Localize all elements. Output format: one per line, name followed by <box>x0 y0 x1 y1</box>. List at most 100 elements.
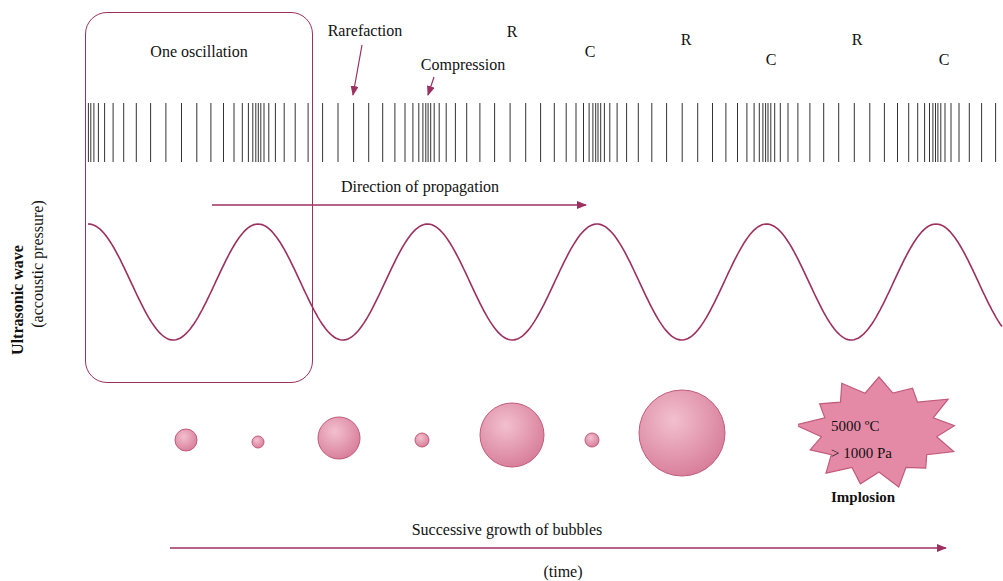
molecule-line <box>592 103 593 162</box>
molecule-line <box>525 103 526 162</box>
molecule-line <box>275 103 276 162</box>
pressure-wave <box>88 224 1002 340</box>
compression-lines <box>88 103 995 162</box>
molecule-line <box>252 103 253 162</box>
molecule-line <box>210 103 211 162</box>
molecule-line <box>428 103 429 162</box>
molecule-line <box>583 103 584 162</box>
molecule-line <box>638 103 639 162</box>
label-holder: Ultrasonic wave <box>9 245 27 355</box>
molecule-line <box>746 103 747 162</box>
molecule-line <box>104 103 105 162</box>
bubble <box>175 429 197 451</box>
burst-shape <box>798 376 963 491</box>
molecule-line <box>466 103 467 162</box>
molecule-line <box>422 103 423 162</box>
molecule-line <box>995 103 996 162</box>
molecule-line <box>929 103 930 162</box>
bubble <box>480 403 544 467</box>
bubble <box>639 390 725 476</box>
molecule-line <box>869 103 870 162</box>
label-holder: Compression <box>421 56 505 74</box>
bubble <box>415 433 429 447</box>
molecule-line <box>600 103 601 162</box>
molecule-line <box>223 103 224 162</box>
molecule-line <box>768 103 769 162</box>
growth-label: Successive growth of bubbles <box>412 521 603 538</box>
molecule-line <box>338 103 339 162</box>
molecule-line <box>258 103 259 162</box>
molecule-line <box>917 103 918 162</box>
molecule-line <box>737 103 738 162</box>
molecule-line <box>924 103 925 162</box>
molecule-line <box>446 103 447 162</box>
molecule-line <box>897 103 898 162</box>
molecule-line <box>765 103 766 162</box>
molecule-line <box>150 103 151 162</box>
burst-value: > 1000 Pa <box>831 440 963 467</box>
molecule-line <box>908 103 909 162</box>
axis-subtitle: (accoustic pressure) <box>29 200 46 328</box>
molecule-line <box>932 103 933 162</box>
molecule-line <box>353 103 354 162</box>
time-label: (time) <box>543 563 582 580</box>
molecule-line <box>382 103 383 162</box>
region-letter: C <box>939 51 950 68</box>
label-holder: Direction of propagation <box>341 178 499 196</box>
molecule-line <box>494 103 495 162</box>
label-holder: (accoustic pressure) <box>29 200 47 328</box>
molecule-line <box>940 103 941 162</box>
molecule-line <box>945 103 946 162</box>
molecule-line <box>196 103 197 162</box>
molecule-line <box>770 103 771 162</box>
wave-part-label: Compression <box>421 56 505 73</box>
molecule-line <box>234 103 235 162</box>
molecule-line <box>510 103 511 162</box>
direction-label: Direction of propagation <box>341 178 499 195</box>
molecule-line <box>260 103 261 162</box>
molecule-line <box>566 103 567 162</box>
burst-value: 5000 ºC <box>831 413 963 440</box>
molecule-line <box>589 103 590 162</box>
molecule-line <box>412 103 413 162</box>
label-holder: C <box>766 51 777 69</box>
bubble <box>252 436 264 448</box>
molecule-line <box>255 103 256 162</box>
molecule-line <box>394 103 395 162</box>
molecule-line <box>935 103 936 162</box>
molecule-line <box>797 103 798 162</box>
molecule-line <box>540 103 541 162</box>
molecule-line <box>712 103 713 162</box>
molecule-line <box>854 103 855 162</box>
region-letter: C <box>585 43 596 60</box>
molecule-line <box>165 103 166 162</box>
leader-arrow <box>428 77 434 95</box>
label-holder: Rarefaction <box>328 22 403 40</box>
molecule-line <box>113 103 114 162</box>
molecule-line <box>479 103 480 162</box>
label-holder: C <box>939 51 950 69</box>
molecule-line <box>838 103 839 162</box>
oscillation-box: One oscillation <box>85 12 313 383</box>
label-holder: Successive growth of bubbles <box>412 521 603 539</box>
molecule-line <box>284 103 285 162</box>
time-arrow <box>170 547 946 548</box>
molecule-line <box>595 103 596 162</box>
molecule-line <box>264 103 265 162</box>
molecule-line <box>823 103 824 162</box>
molecule-line <box>295 103 296 162</box>
molecule-line <box>425 103 426 162</box>
molecule-line <box>774 103 775 162</box>
molecule-line <box>725 103 726 162</box>
molecule-line <box>576 103 577 162</box>
molecule-line <box>181 103 182 162</box>
region-letter: R <box>852 31 863 48</box>
molecule-line <box>609 103 610 162</box>
molecule-line <box>455 103 456 162</box>
molecule-line <box>969 103 970 162</box>
propagation-arrow <box>212 204 586 205</box>
bubble <box>318 417 360 459</box>
molecule-line <box>439 103 440 162</box>
molecule-line <box>884 103 885 162</box>
region-letter: R <box>681 31 692 48</box>
